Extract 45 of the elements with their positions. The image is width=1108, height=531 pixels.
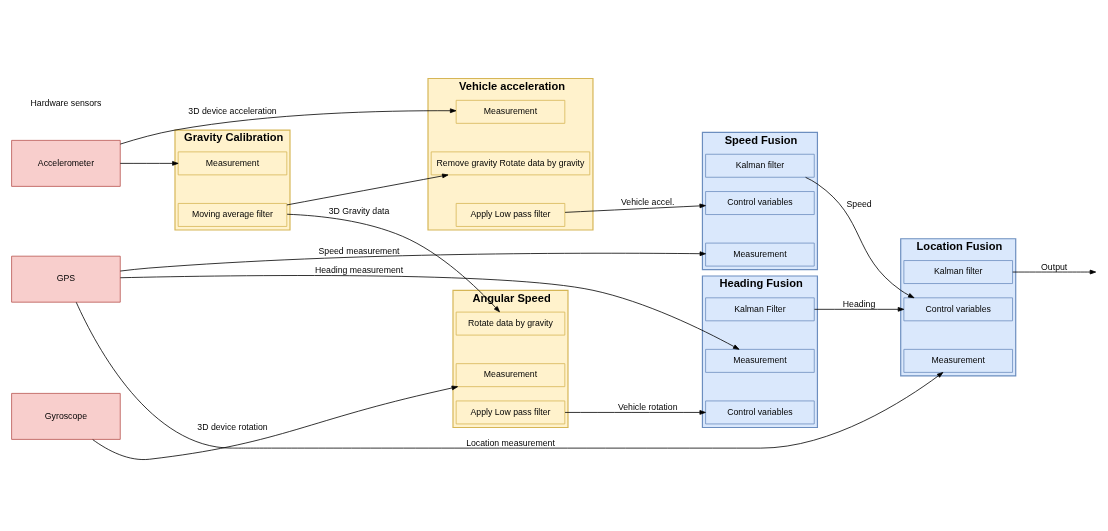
edge-label: 3D Gravity data <box>328 205 390 216</box>
arrow <box>75 301 944 448</box>
node-box: Measurement <box>903 348 1013 373</box>
node-box: Measurement <box>455 99 566 124</box>
node-box: Control variables <box>903 296 1013 321</box>
node-box: Measurement <box>705 348 815 373</box>
node-box: Accelerometer <box>11 139 121 187</box>
arrow <box>805 176 915 298</box>
edge-label: Speed <box>846 198 872 209</box>
node-box: Moving average filter <box>177 202 288 227</box>
arrow <box>119 107 457 144</box>
arrow <box>119 160 179 166</box>
arrow <box>119 250 706 271</box>
edge-label: 3D device rotation <box>197 421 268 432</box>
node-box: Control variables <box>705 400 815 424</box>
node-box: Kalman filter <box>705 153 815 178</box>
node-box: Kalman Filter <box>705 296 815 321</box>
edge-label: Output <box>1041 261 1068 272</box>
node-box: Control variables <box>705 190 815 215</box>
node-box: Measurement <box>455 362 566 387</box>
edge-label: 3D device acceleration <box>188 105 277 116</box>
arrow <box>564 203 706 213</box>
node-box: Measurement <box>177 151 288 175</box>
node-box: Remove gravity Rotate data by gravity <box>430 151 591 175</box>
label: Hardware sensors <box>30 97 102 108</box>
node-box: Apply Low pass filter <box>455 202 566 227</box>
arrow <box>92 385 458 460</box>
edge-label: Vehicle accel. <box>621 196 675 207</box>
node-box: Rotate data by gravity <box>455 311 566 335</box>
node-box: Gyroscope <box>11 392 121 440</box>
arrow <box>1012 269 1097 274</box>
arrow <box>286 173 449 205</box>
edge-label: Heading <box>842 298 876 309</box>
node-box: GPS <box>11 255 121 303</box>
edge-label: Speed measurement <box>318 245 400 256</box>
edge-label: Location measurement <box>466 437 555 448</box>
arrow <box>814 306 905 312</box>
node-box: Measurement <box>705 242 815 266</box>
edge-label: Heading measurement <box>314 264 404 275</box>
edge-label: Vehicle rotation <box>617 401 678 412</box>
arrow <box>286 213 500 312</box>
arrow <box>119 274 740 350</box>
arrow <box>564 409 706 415</box>
node-box: Kalman filter <box>903 259 1013 284</box>
node-box: Apply Low pass filter <box>455 400 566 424</box>
